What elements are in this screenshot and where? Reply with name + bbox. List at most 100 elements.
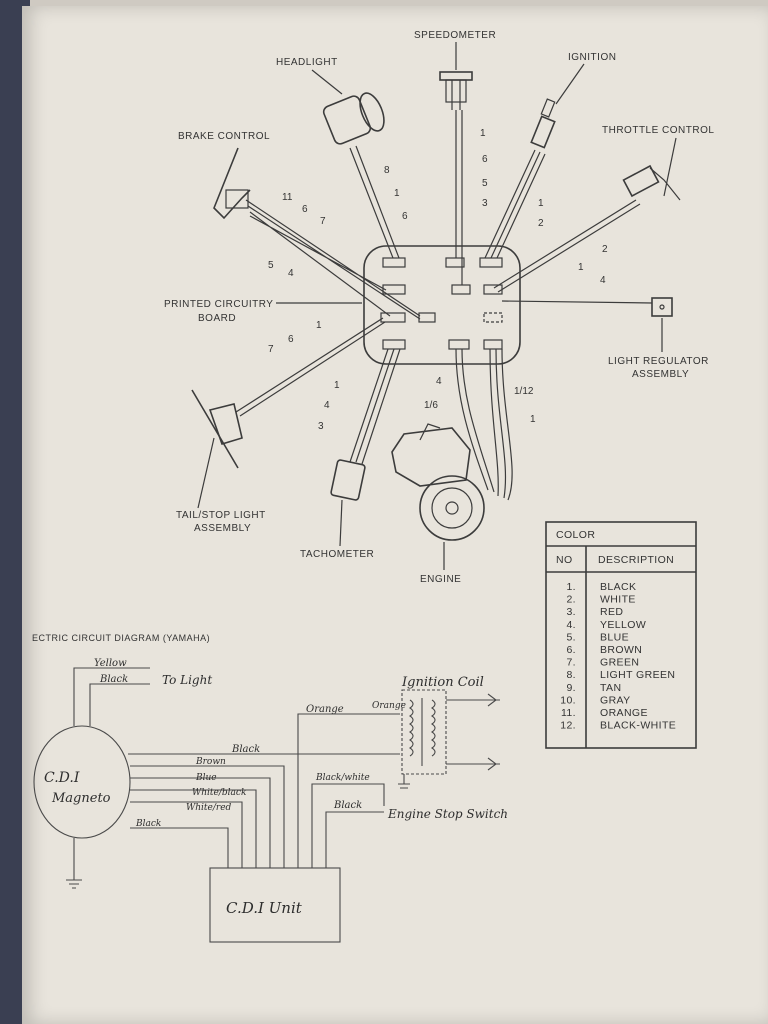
svg-text:1: 1: [334, 380, 340, 391]
svg-text:4: 4: [324, 400, 330, 411]
magneto-label-line1: C.D.I: [44, 770, 80, 786]
svg-text:3: 3: [318, 421, 324, 432]
svg-text:White/red: White/red: [186, 803, 232, 813]
svg-text:7: 7: [268, 344, 274, 355]
color-row-no: 3.: [566, 606, 576, 618]
magneto-label-line2: Magneto: [51, 791, 111, 806]
svg-text:7: 7: [320, 216, 326, 227]
color-row-desc: BLACK-WHITE: [600, 720, 676, 732]
svg-text:1: 1: [538, 198, 544, 209]
label-tail-stop-line1: TAIL/STOP LIGHT: [176, 510, 266, 521]
color-row-desc: BLUE: [600, 631, 629, 643]
svg-text:1: 1: [316, 320, 322, 331]
color-table-col-no: NO: [556, 554, 573, 566]
throttle-control-wire: [493, 199, 641, 293]
svg-text:1: 1: [578, 262, 584, 273]
color-row-desc: TAN: [600, 682, 621, 694]
svg-text:1/6: 1/6: [424, 400, 438, 411]
svg-text:2: 2: [602, 244, 608, 255]
cdi-unit: [209, 867, 341, 943]
light-regulator-icon: [651, 297, 673, 317]
wire-numbers: 8 1 6 1 6 5 3 1 2 11 6 7 5 4 2 1 4 1 6 7…: [268, 128, 608, 432]
label-tachometer: TACHOMETER: [300, 549, 374, 560]
label-pcb-line2: BOARD: [198, 313, 236, 324]
svg-text:5: 5: [268, 260, 274, 271]
color-row-desc: BLACK: [600, 581, 636, 593]
light-regulator-wire: [501, 300, 653, 304]
ignition-wire: [484, 149, 546, 259]
color-row-no: 10.: [560, 694, 576, 706]
color-table-title: COLOR: [556, 529, 595, 541]
engine-stop-switch-label: Engine Stop Switch: [387, 807, 508, 821]
color-row-desc: WHITE: [600, 594, 636, 606]
svg-text:1: 1: [394, 188, 400, 199]
svg-text:4: 4: [288, 268, 294, 279]
svg-text:Blue: Blue: [195, 773, 217, 783]
label-light-regulator-line2: ASSEMBLY: [632, 369, 689, 380]
cdi-unit-label: C.D.I Unit: [226, 899, 303, 917]
color-row-no: 4.: [566, 619, 576, 631]
svg-text:1/12: 1/12: [514, 386, 534, 397]
tail-stop-light-icon: [191, 389, 243, 469]
svg-text:5: 5: [482, 178, 488, 189]
color-row-desc: YELLOW: [600, 619, 646, 631]
label-pcb-line1: PRINTED CIRCUITRY: [164, 299, 273, 310]
ground-icon: [66, 879, 82, 889]
color-row-no: 2.: [566, 594, 576, 606]
color-row-no: 11.: [561, 707, 576, 719]
to-light-label: To Light: [162, 673, 212, 687]
svg-text:6: 6: [482, 154, 488, 165]
svg-text:Black: Black: [333, 800, 362, 811]
top-wiring-diagram: SPEEDOMETER HEADLIGHT IGNITION BRAKE CON…: [164, 30, 714, 585]
svg-text:Black: Black: [231, 744, 260, 755]
svg-text:Black: Black: [99, 674, 128, 685]
color-row-no: 8.: [566, 669, 576, 681]
svg-text:6: 6: [288, 334, 294, 345]
speedometer-wire: [455, 110, 463, 285]
color-table-col-desc: DESCRIPTION: [598, 554, 674, 566]
svg-text:Brown: Brown: [195, 757, 226, 767]
label-light-regulator-line1: LIGHT REGULATOR: [608, 356, 709, 367]
svg-text:6: 6: [402, 211, 408, 222]
ignition-switch-icon: [530, 98, 556, 149]
label-tail-stop-line2: ASSEMBLY: [194, 523, 251, 534]
label-ignition: IGNITION: [568, 52, 616, 63]
svg-text:Orange: Orange: [372, 701, 406, 711]
color-row-desc: ORANGE: [600, 707, 648, 719]
throttle-control-icon: [622, 164, 681, 201]
speedometer-icon: [439, 71, 473, 110]
label-throttle-control: THROTTLE CONTROL: [602, 125, 714, 136]
svg-text:8: 8: [384, 165, 390, 176]
svg-text:Black: Black: [135, 819, 161, 829]
tachometer-wire: [349, 348, 401, 465]
cdi-magneto: [33, 725, 131, 839]
color-row-desc: GREEN: [600, 657, 639, 669]
color-row-desc: GRAY: [600, 694, 631, 706]
engine-wire: [455, 348, 513, 501]
yamaha-cdi-diagram: ECTRIC CIRCUIT DIAGRAM (YAMAHA) C.D.I Ma…: [32, 633, 508, 943]
color-row-no: 7.: [566, 657, 576, 669]
svg-text:White/black: White/black: [192, 788, 246, 798]
color-table-rows: 1.BLACK2.WHITE3.RED4.YELLOW5.BLUE6.BROWN…: [560, 581, 676, 732]
color-row-no: 6.: [566, 644, 576, 656]
printed-circuitry-board: [363, 245, 521, 365]
color-row-desc: LIGHT GREEN: [600, 669, 675, 681]
svg-text:Black/white: Black/white: [315, 773, 370, 783]
label-engine: ENGINE: [420, 574, 461, 585]
headlight-wire: [349, 145, 400, 259]
svg-text:6: 6: [302, 204, 308, 215]
svg-text:4: 4: [436, 376, 442, 387]
color-row-desc: BROWN: [600, 644, 642, 656]
tachometer-icon: [330, 459, 366, 501]
color-row-no: 1.: [566, 581, 576, 593]
label-brake-control: BRAKE CONTROL: [178, 131, 270, 142]
svg-text:2: 2: [538, 218, 544, 229]
svg-text:11: 11: [282, 192, 293, 203]
color-table: COLOR NO DESCRIPTION 1.BLACK2.WHITE3.RED…: [545, 521, 697, 749]
svg-text:1: 1: [480, 128, 486, 139]
manual-page: [22, 6, 768, 1024]
brake-control-icon: [213, 147, 251, 220]
color-row-no: 9.: [566, 682, 576, 694]
svg-text:Yellow: Yellow: [94, 658, 127, 669]
